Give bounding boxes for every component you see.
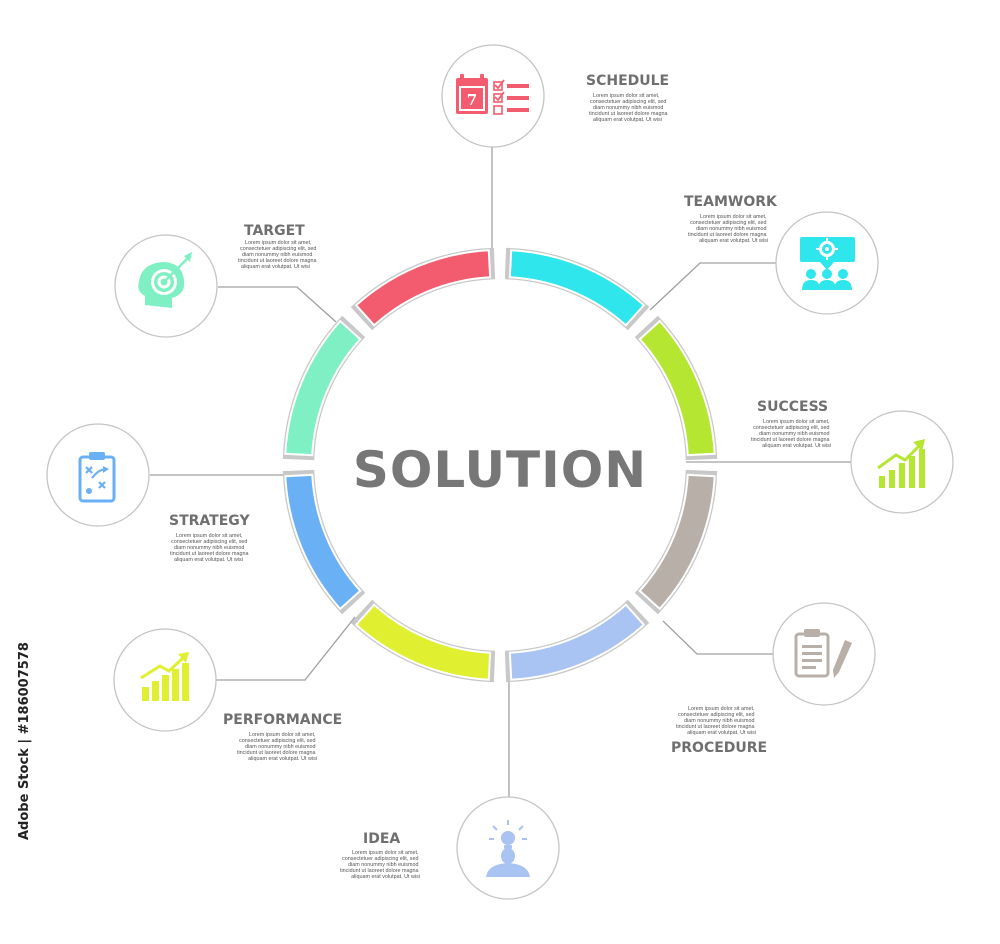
connector-target: [218, 286, 337, 323]
connector-lines: [150, 147, 851, 797]
success-label: SUCCESS: [757, 399, 828, 415]
success-segment: [638, 319, 716, 457]
idea-label: IDEA: [363, 831, 400, 847]
performance-description: Lorem ipsum dolor sit amet, consectetuer…: [237, 732, 317, 762]
center-title: SOLUTION: [353, 441, 647, 499]
schedule-description: Lorem ipsum dolor sit amet, consectetuer…: [589, 93, 669, 123]
strategy-label: STRATEGY: [169, 513, 250, 529]
procedure-description: Lorem ipsum dolor sit amet, consectetuer…: [676, 706, 756, 736]
performance-chart-icon: [140, 652, 189, 701]
performance-label: PERFORMANCE: [223, 712, 342, 728]
clipboard-pencil-icon: [794, 629, 852, 678]
strategy-description: Lorem ipsum dolor sit amet, consectetuer…: [170, 533, 250, 563]
head-target-icon: [138, 252, 192, 308]
procedure-segment: [638, 473, 716, 611]
target-description: Lorem ipsum dolor sit amet, consectetuer…: [238, 240, 318, 270]
success-circle: [850, 410, 954, 514]
success-description: Lorem ipsum dolor sit amet, consectetuer…: [751, 419, 831, 449]
strategy-clipboard-icon: [78, 452, 116, 503]
strategy-segment: [284, 473, 362, 611]
growth-chart-icon: [877, 439, 925, 488]
schedule-label: SCHEDULE: [586, 73, 669, 89]
icon-circles: [46, 44, 954, 900]
connector-procedure: [662, 620, 773, 655]
teamwork-description: Lorem ipsum dolor sit amet, consectetuer…: [688, 214, 768, 244]
target-label: TARGET: [244, 223, 305, 239]
solution-ring: [282, 247, 718, 683]
connector-performance: [216, 616, 356, 681]
schedule-segment: [354, 249, 492, 327]
calendar-checklist-icon: 7: [456, 74, 529, 115]
teamwork-segment: [508, 249, 646, 327]
target-segment: [284, 319, 362, 457]
person-lightbulb-icon: [486, 820, 530, 877]
connector-teamwork: [649, 262, 776, 311]
idea-description: Lorem ipsum dolor sit amet, consectetuer…: [340, 850, 420, 880]
svg-text:7: 7: [467, 91, 477, 109]
schedule-circle: [441, 44, 545, 148]
team-meeting-icon: [800, 237, 855, 290]
stock-watermark: Adobe Stock | #186007578: [17, 642, 32, 840]
performance-segment: [354, 603, 492, 681]
procedure-circle: [772, 602, 876, 706]
procedure-label: PROCEDURE: [671, 740, 767, 756]
idea-segment: [508, 603, 646, 681]
strategy-circle: [46, 423, 150, 527]
teamwork-label: TEAMWORK: [684, 194, 778, 210]
